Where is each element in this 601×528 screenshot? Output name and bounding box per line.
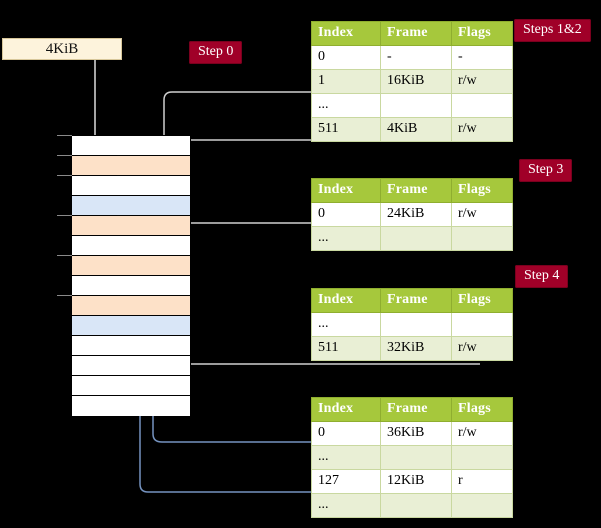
memory-tick-mark — [57, 175, 72, 176]
cell-index: ... — [311, 226, 381, 251]
cell-flags — [451, 226, 513, 251]
frame-box-label: 4KiB — [45, 40, 79, 57]
memory-frame-row[interactable] — [72, 376, 190, 396]
table-row[interactable]: 127 12KiB r — [311, 469, 513, 494]
cell-flags: r/w — [451, 69, 513, 94]
cell-flags: r — [451, 469, 513, 494]
column-header-frame: Frame — [380, 288, 452, 313]
column-header-index: Index — [311, 21, 381, 46]
cell-flags: - — [451, 45, 513, 70]
cell-frame — [380, 493, 452, 518]
cell-frame — [380, 93, 452, 118]
memory-tick-mark — [57, 155, 72, 156]
table-row[interactable]: ... — [311, 493, 513, 518]
memory-frame-row[interactable] — [72, 356, 190, 376]
badge-step-3: Step 3 — [519, 159, 573, 182]
memory-frame-row[interactable] — [72, 236, 190, 256]
badge-step-0: Step 0 — [189, 41, 243, 64]
memory-frame-row[interactable] — [72, 136, 190, 156]
column-header-index: Index — [311, 288, 381, 313]
cell-index: ... — [311, 445, 381, 470]
memory-frame-row[interactable] — [72, 276, 190, 296]
cell-frame — [380, 445, 452, 470]
table-row[interactable]: 511 32KiB r/w — [311, 336, 513, 361]
table-header-row: Index Frame Flags — [311, 288, 513, 313]
cell-index: ... — [311, 312, 381, 337]
memory-frame-row[interactable] — [72, 396, 190, 416]
column-header-index: Index — [311, 397, 381, 422]
table-row[interactable]: ... — [311, 445, 513, 470]
column-header-frame: Frame — [380, 397, 452, 422]
column-header-flags: Flags — [451, 397, 513, 422]
memory-tick-mark — [57, 135, 72, 136]
badge-step-4: Step 4 — [515, 265, 569, 288]
column-header-frame: Frame — [380, 178, 452, 203]
cell-frame: 16KiB — [380, 69, 452, 94]
memory-frame-row[interactable] — [72, 296, 190, 316]
cell-flags — [451, 312, 513, 337]
page-table-level2: Index Frame Flags ... 511 32KiB r/w — [311, 288, 513, 361]
page-table-level3: Index Frame Flags 0 24KiB r/w ... — [311, 178, 513, 251]
cell-frame: 32KiB — [380, 336, 452, 361]
cell-frame: 4KiB — [380, 117, 452, 142]
memory-tick-mark — [57, 255, 72, 256]
memory-frame-row[interactable] — [72, 196, 190, 216]
cell-frame: 24KiB — [380, 202, 452, 227]
cell-flags: r/w — [451, 336, 513, 361]
cell-frame: - — [380, 45, 452, 70]
cell-flags — [451, 445, 513, 470]
column-header-flags: Flags — [451, 21, 513, 46]
table-row[interactable]: 1 16KiB r/w — [311, 69, 513, 94]
column-header-index: Index — [311, 178, 381, 203]
table-row[interactable]: ... — [311, 226, 513, 251]
memory-frame-row[interactable] — [72, 216, 190, 236]
table-row[interactable]: ... — [311, 93, 513, 118]
memory-frame-row[interactable] — [72, 156, 190, 176]
memory-frame-row[interactable] — [72, 336, 190, 356]
page-table-level1: Index Frame Flags 0 36KiB r/w ... 127 12… — [311, 397, 513, 518]
cell-index: 0 — [311, 45, 381, 70]
column-header-flags: Flags — [451, 178, 513, 203]
cell-flags: r/w — [451, 117, 513, 142]
cell-frame: 12KiB — [380, 469, 452, 494]
cell-index: 511 — [311, 336, 381, 361]
cell-frame: 36KiB — [380, 421, 452, 446]
table-row-highlighted[interactable]: 511 4KiB r/w — [311, 117, 513, 142]
badge-steps-1-2: Steps 1&2 — [514, 19, 591, 42]
page-table-level4: Index Frame Flags 0 - - 1 16KiB r/w ... — [311, 21, 513, 142]
table-header-row: Index Frame Flags — [311, 21, 513, 46]
cell-flags — [451, 93, 513, 118]
cell-frame — [380, 312, 452, 337]
cell-index: 0 — [311, 202, 381, 227]
cell-flags — [451, 493, 513, 518]
column-header-frame: Frame — [380, 21, 452, 46]
cell-index: 1 — [311, 69, 381, 94]
column-header-flags: Flags — [451, 288, 513, 313]
memory-tick-mark — [57, 215, 72, 216]
cell-index: ... — [311, 493, 381, 518]
cell-index: ... — [311, 93, 381, 118]
memory-frame-row[interactable] — [72, 256, 190, 276]
table-header-row: Index Frame Flags — [311, 397, 513, 422]
table-row[interactable]: ... — [311, 312, 513, 337]
cell-frame — [380, 226, 452, 251]
frame-box-4kib: 4KiB — [2, 38, 122, 60]
table-row[interactable]: 0 - - — [311, 45, 513, 70]
physical-memory-column — [71, 135, 191, 416]
table-header-row: Index Frame Flags — [311, 178, 513, 203]
cell-flags: r/w — [451, 421, 513, 446]
memory-frame-row[interactable] — [72, 176, 190, 196]
table-row[interactable]: 0 24KiB r/w — [311, 202, 513, 227]
cell-flags: r/w — [451, 202, 513, 227]
cell-index: 511 — [311, 117, 381, 142]
cell-index: 0 — [311, 421, 381, 446]
table-row[interactable]: 0 36KiB r/w — [311, 421, 513, 446]
cell-index: 127 — [311, 469, 381, 494]
memory-tick-mark — [57, 295, 72, 296]
memory-frame-row[interactable] — [72, 316, 190, 336]
